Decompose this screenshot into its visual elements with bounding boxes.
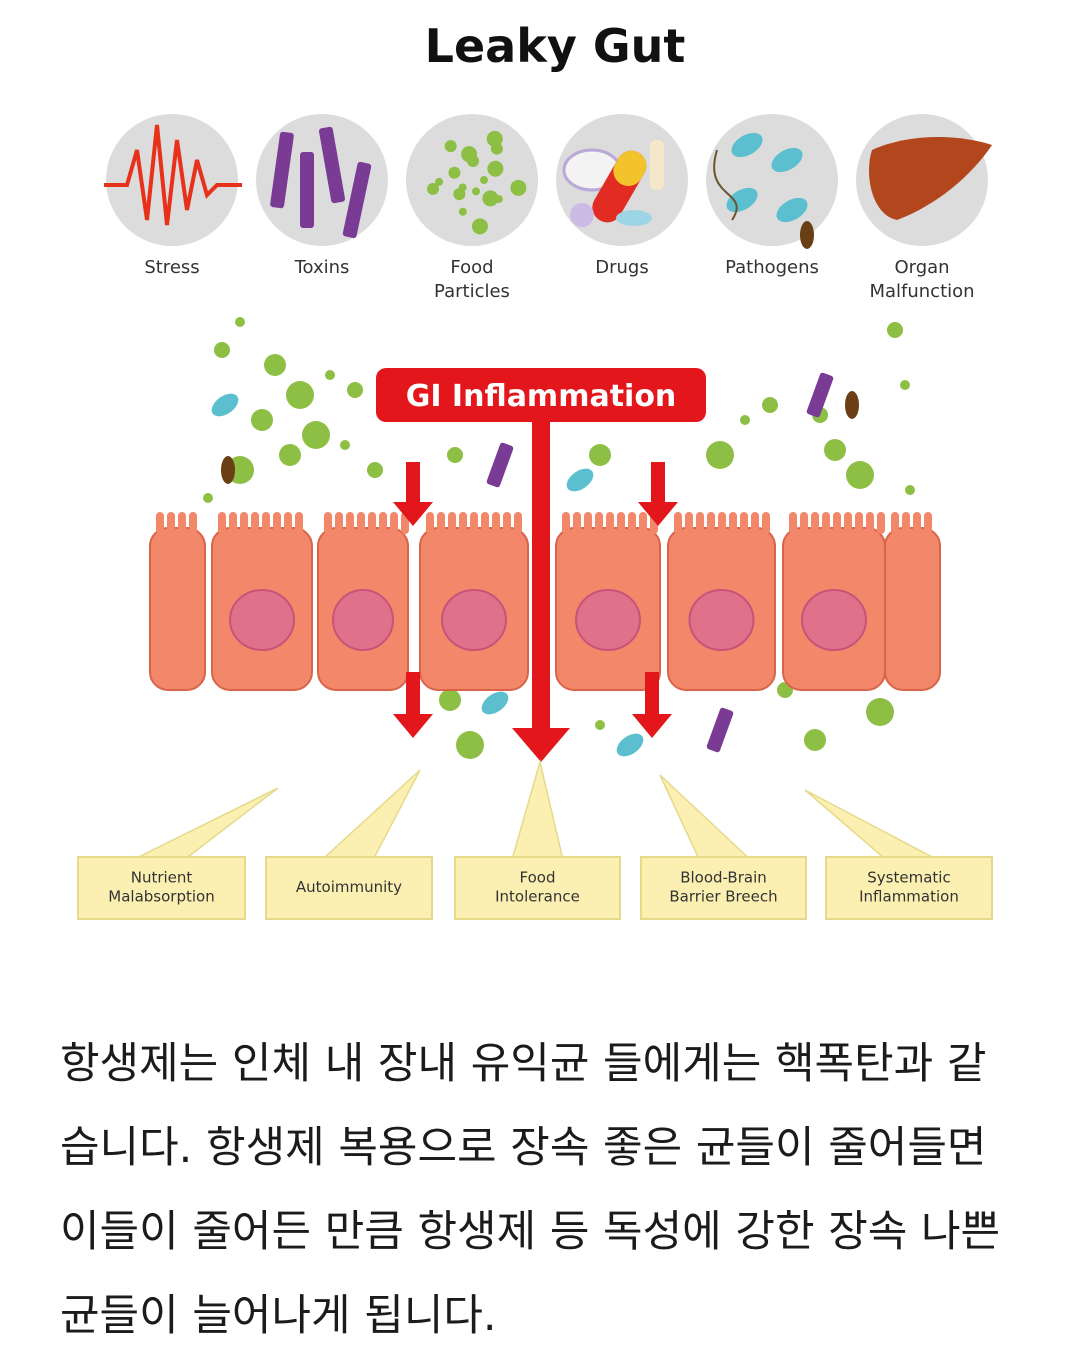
epithelial-cell (211, 512, 313, 691)
leak-arrow (651, 462, 665, 504)
pathogens-icon: Pathogens (706, 114, 838, 278)
trigger-label: Drugs (595, 257, 648, 278)
trigger-label: Particles (434, 281, 510, 302)
gi-inflammation-label: GI Inflammation (406, 379, 677, 414)
leak-arrow-head (393, 714, 433, 738)
food-particle (846, 461, 874, 489)
leak-arrow (645, 672, 659, 716)
food-particle (279, 444, 301, 466)
food-particle (367, 462, 383, 478)
food-particle (589, 444, 611, 466)
food-particle (325, 370, 335, 380)
diagram-title: Leaky Gut (425, 19, 686, 73)
food-particle (447, 447, 463, 463)
food-particle (214, 342, 230, 358)
pathogen-particle (616, 733, 644, 757)
trigger-label: Toxins (294, 257, 350, 278)
trigger-label: Organ (894, 257, 949, 278)
food-particle (905, 485, 915, 495)
food-particle (302, 421, 330, 449)
leak-arrow (406, 672, 420, 716)
outcome-label: Inflammation (859, 888, 959, 906)
epithelial-cell (149, 512, 206, 691)
outcome-row: NutrientMalabsorptionAutoimmunityFoodInt… (77, 759, 993, 920)
pathogen-particle (211, 393, 239, 417)
food-particle (887, 322, 903, 338)
food-particle (347, 382, 363, 398)
trigger-label: Malfunction (869, 281, 974, 302)
trigger-label: Pathogens (725, 257, 819, 278)
outcome-label: Blood-Brain (680, 869, 767, 887)
epithelial-cell (555, 512, 661, 691)
trigger-label: Stress (144, 257, 199, 278)
food-particle (740, 415, 750, 425)
epithelial-cell (419, 512, 529, 691)
stress-icon: Stress (104, 114, 242, 278)
food-particle (439, 689, 461, 711)
food-particle (251, 409, 273, 431)
epithelial-cell (782, 512, 886, 691)
inflammation-arrow-head (512, 728, 570, 762)
outcome-label: Systematic (867, 869, 950, 887)
leak-arrow-head (638, 502, 678, 526)
toxin-particle (486, 442, 514, 488)
drugs-icon: Drugs (556, 114, 688, 278)
food-particle (456, 731, 484, 759)
flagellate-particle (845, 391, 859, 419)
leak-arrow-head (632, 714, 672, 738)
pathogen-particle (481, 691, 509, 715)
food-particle (762, 397, 778, 413)
food-particle (804, 729, 826, 751)
food-particle (286, 381, 314, 409)
food-particle (595, 720, 605, 730)
toxin-particle (806, 372, 834, 418)
inflammation-arrow-shaft (532, 420, 550, 730)
food-particle (900, 380, 910, 390)
outcome-label: Nutrient (131, 869, 193, 887)
article-paragraph: 항생제는 인체 내 장내 유익균 들에게는 핵폭탄과 같습니다. 항생제 복용으… (60, 1039, 1001, 1341)
food-particle (824, 439, 846, 461)
gi-inflammation-banner: GI Inflammation (376, 368, 706, 762)
outcome-label: Malabsorption (108, 888, 214, 906)
toxins-icon: Toxins (256, 114, 388, 278)
outcome-label: Autoimmunity (296, 878, 402, 896)
food-particle (866, 698, 894, 726)
leak-arrow-head (393, 502, 433, 526)
article-body: 항생제는 인체 내 장내 유익균 들에게는 핵폭탄과 같습니다. 항생제 복용으… (60, 1022, 1020, 1358)
trigger-label: Food (450, 257, 493, 278)
epithelial-cell (667, 512, 776, 691)
outcome-box: Autoimmunity (265, 769, 433, 920)
intestinal-epithelium (149, 512, 941, 691)
food-particle (203, 493, 213, 503)
outcome-label: Barrier Breech (669, 888, 777, 906)
epithelial-cell (884, 512, 941, 691)
leak-arrow (406, 462, 420, 504)
toxin-particle (706, 707, 734, 753)
food-particle (235, 317, 245, 327)
food-particle (264, 354, 286, 376)
pathogen-particle (566, 468, 594, 492)
outcome-label: Food (520, 869, 556, 887)
epithelial-cell (317, 512, 409, 691)
flagellate-particle (221, 456, 235, 484)
food-particle (340, 440, 350, 450)
leak-arrows (393, 462, 678, 738)
food-particle (706, 441, 734, 469)
outcome-label: Intolerance (495, 888, 580, 906)
